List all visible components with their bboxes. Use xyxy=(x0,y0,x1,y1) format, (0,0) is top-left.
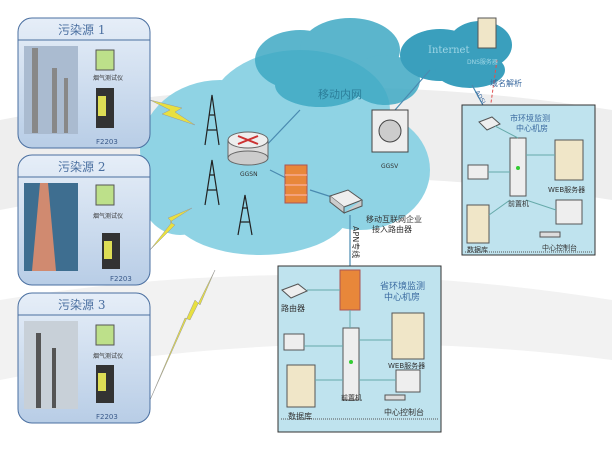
chimney-photo xyxy=(24,321,78,409)
source-3-title: 污染源 3 xyxy=(58,297,105,312)
source-2-device: F2203 xyxy=(110,275,132,283)
intranet-cloud xyxy=(255,18,420,107)
mobile-intranet-label: 移动内网 xyxy=(318,87,362,101)
source-2-title: 污染源 2 xyxy=(58,159,105,174)
city-database-label: 数据库 xyxy=(467,245,488,254)
ggsn-label: GGSN xyxy=(240,171,258,178)
city-monitoring-center xyxy=(461,104,596,256)
router-icon xyxy=(281,283,308,299)
apn-line-label: APN专线 xyxy=(351,226,361,258)
source-3-device: F2203 xyxy=(96,413,118,421)
enterprise-router-icon xyxy=(328,189,364,215)
source-3-analyzer: 烟气测试仪 xyxy=(93,352,123,360)
printer-icon xyxy=(467,164,489,180)
ggsn-router-icon xyxy=(227,131,269,166)
flue-gas-analyzer-icon xyxy=(95,184,115,206)
city-center-title: 市环境监测 xyxy=(510,113,550,123)
province-center-title: 省环境监测 xyxy=(380,280,425,292)
domain-resolution-label: 域名解析 xyxy=(490,78,522,88)
ggsv-label: GGSV xyxy=(381,163,399,170)
source-1-analyzer: 烟气测试仪 xyxy=(93,74,123,82)
cell-tower-icon xyxy=(204,94,253,236)
pollution-source-panel-3 xyxy=(17,292,151,424)
city-web-server-label: WEB服务器 xyxy=(548,185,585,194)
ggsv-server-icon xyxy=(371,109,409,153)
database-icon xyxy=(286,364,316,408)
lightning-icon xyxy=(149,99,216,401)
source-1-title: 污染源 1 xyxy=(58,22,105,37)
city-center-title: 中心机房 xyxy=(516,123,548,133)
source-1-device: F2203 xyxy=(96,138,118,146)
dns-server-label: DNS服务器 xyxy=(467,58,498,66)
firewall-icon xyxy=(339,269,361,311)
province-router-label: 路由器 xyxy=(281,303,305,313)
modem-icon xyxy=(478,116,501,131)
province-database-label: 数据库 xyxy=(288,411,312,421)
flue-gas-analyzer-icon xyxy=(95,324,115,346)
web-server-icon xyxy=(391,312,425,360)
city-console-label: 中心控制台 xyxy=(542,243,577,252)
dns-link xyxy=(489,59,498,111)
province-web-server-label: WEB服务器 xyxy=(388,361,425,370)
pollution-source-panel-1 xyxy=(17,17,151,149)
keyboard-icon xyxy=(384,394,406,401)
enterprise-router-label: 移动互联网企业 xyxy=(366,214,422,224)
province-console-label: 中心控制台 xyxy=(384,407,424,417)
firewall-icon xyxy=(284,164,308,204)
pollution-source-panel-2 xyxy=(17,154,151,286)
province-center-title: 中心机房 xyxy=(384,291,420,303)
web-server-icon xyxy=(554,139,584,181)
keyboard-icon xyxy=(539,231,561,238)
province-monitoring-center xyxy=(277,265,442,433)
flue-gas-analyzer-icon xyxy=(95,49,115,71)
internet-label: Internet xyxy=(428,45,469,56)
monitor-icon xyxy=(395,369,421,393)
province-front-end-label: 前置机 xyxy=(341,393,362,402)
printer-icon xyxy=(283,333,305,351)
dns-server-icon xyxy=(477,17,497,49)
city-front-end-label: 前置机 xyxy=(508,199,529,208)
enterprise-router-label: 接入路由器 xyxy=(372,224,412,234)
database-icon xyxy=(466,204,490,244)
source-2-analyzer: 烟气测试仪 xyxy=(93,212,123,220)
monitor-icon xyxy=(555,199,583,225)
